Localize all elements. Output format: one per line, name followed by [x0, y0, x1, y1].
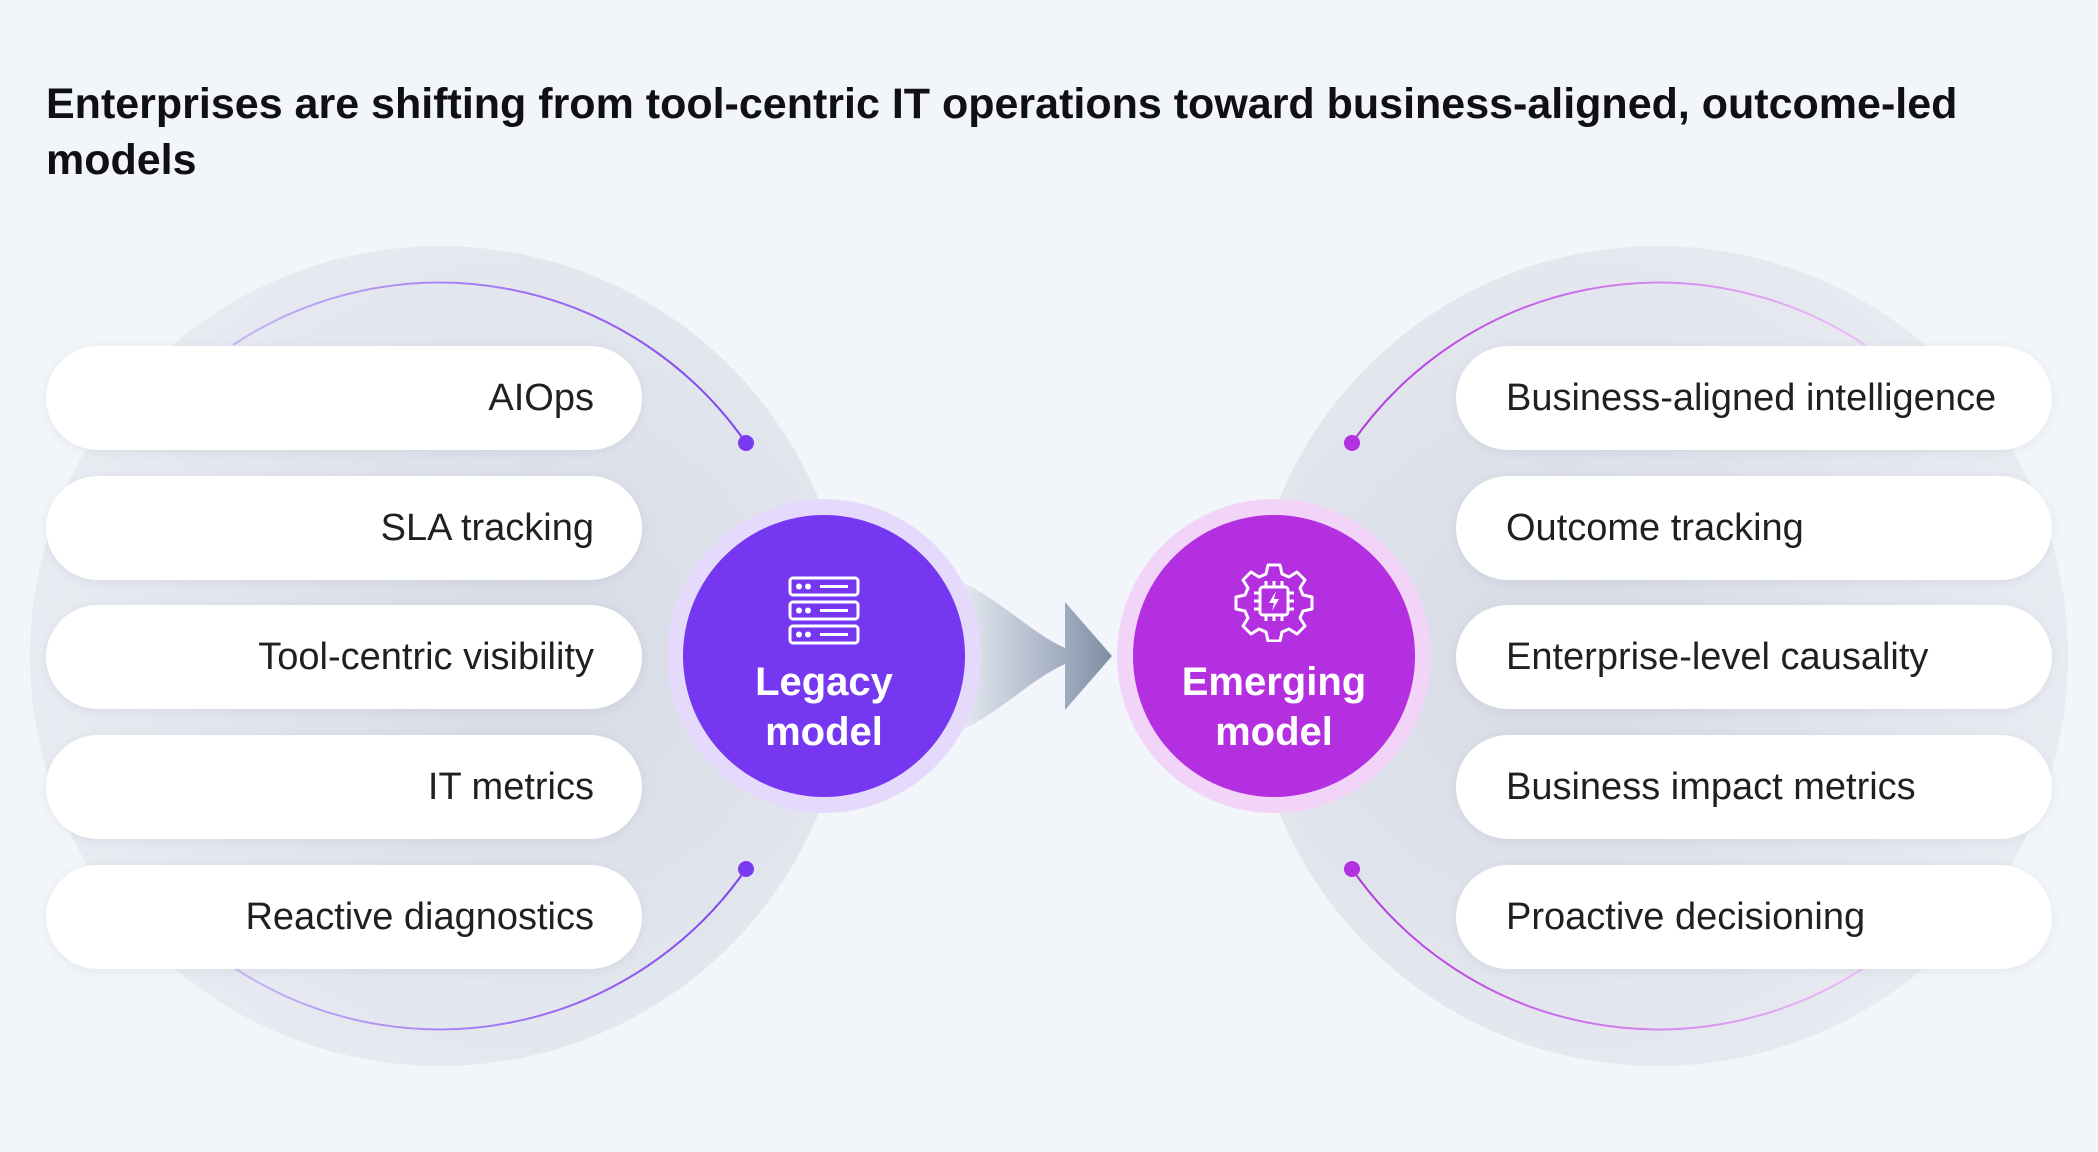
legacy-item-label: SLA tracking — [380, 506, 594, 549]
emerging-top-arc — [1351, 281, 1866, 444]
legacy-label-line-1: Legacy — [755, 660, 893, 704]
legacy-model-label: Legacy model — [674, 657, 974, 757]
emerging-top-dot — [1344, 435, 1360, 451]
legacy-hub — [683, 515, 965, 797]
legacy-item-sla-tracking: SLA tracking — [46, 476, 642, 580]
legacy-bottom-arc — [232, 868, 747, 1031]
emerging-item-proactive-decisioning: Proactive decisioning — [1456, 865, 2052, 969]
emerging-label-line-1: Emerging — [1181, 660, 1367, 704]
page-title: Enterprises are shifting from tool-centr… — [46, 80, 1958, 184]
legacy-item-label: AIOps — [488, 376, 594, 419]
legacy-item-aiops: AIOps — [46, 346, 642, 450]
emerging-item-label: Proactive decisioning — [1506, 895, 1866, 938]
legacy-item-label: Tool-centric visibility — [258, 635, 594, 678]
emerging-item-business-aligned-intelligence: Business-aligned intelligence — [1456, 346, 2052, 450]
emerging-item-label: Enterprise-level causality — [1506, 635, 1929, 678]
legacy-item-tool-centric-visibility: Tool-centric visibility — [46, 605, 642, 709]
emerging-bottom-dot — [1344, 861, 1360, 877]
emerging-item-label: Business impact metrics — [1506, 765, 1916, 808]
legacy-bottom-dot — [738, 861, 754, 877]
legacy-top-arc — [232, 281, 747, 444]
legacy-top-dot — [738, 435, 754, 451]
emerging-model-label: Emerging model — [1124, 657, 1424, 757]
emerging-item-business-impact-metrics: Business impact metrics — [1456, 735, 2052, 839]
arrow-right-icon — [962, 582, 1112, 730]
emerging-item-label: Outcome tracking — [1506, 506, 1804, 549]
legacy-item-it-metrics: IT metrics — [46, 735, 642, 839]
legacy-item-label: Reactive diagnostics — [245, 895, 594, 938]
emerging-bottom-arc — [1351, 868, 1866, 1031]
emerging-hub — [1133, 515, 1415, 797]
emerging-item-label: Business-aligned intelligence — [1506, 376, 1997, 419]
emerging-item-outcome-tracking: Outcome tracking — [1456, 476, 2052, 580]
legacy-item-label: IT metrics — [427, 765, 594, 808]
emerging-label-line-2: model — [1215, 710, 1333, 754]
server-rack-icon — [788, 576, 860, 645]
emerging-item-enterprise-level-causality: Enterprise-level causality — [1456, 605, 2052, 709]
legacy-label-line-2: model — [765, 710, 883, 754]
legacy-item-reactive-diagnostics: Reactive diagnostics — [46, 865, 642, 969]
gear-chip-icon — [1234, 563, 1314, 642]
